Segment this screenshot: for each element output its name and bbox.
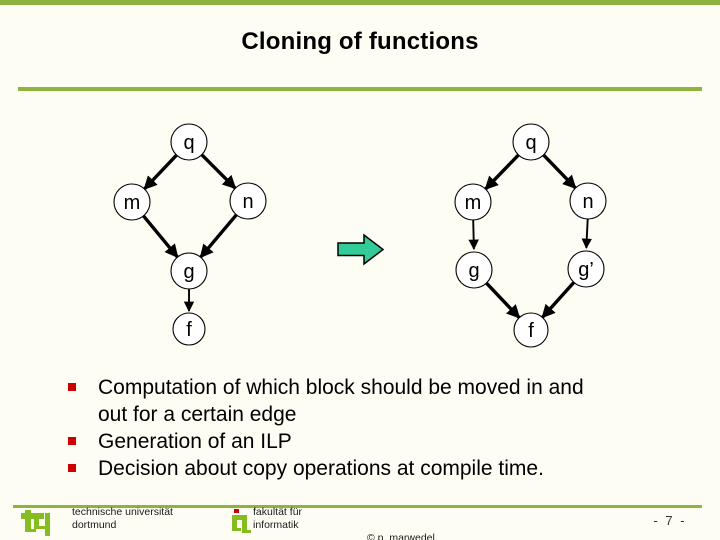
- bullet-text: out for a certain edge: [98, 403, 297, 426]
- bullet-square-icon: [68, 464, 76, 472]
- svg-text:g: g: [183, 261, 194, 283]
- svg-text:g’: g’: [578, 259, 594, 281]
- node-n: n: [569, 182, 607, 220]
- footer-divider: [13, 505, 702, 508]
- fakultaet-informatik-logo-icon: [232, 509, 251, 533]
- right-graph: q m n g g’ f: [454, 123, 607, 348]
- node-g-prime: g’: [567, 250, 605, 288]
- node-q: q: [170, 123, 208, 161]
- node-n: n: [229, 182, 267, 220]
- svg-text:n: n: [242, 191, 253, 213]
- node-q: q: [512, 123, 550, 161]
- bullet-square-icon: [68, 383, 76, 391]
- bullet-text: Generation of an ILP: [98, 430, 292, 453]
- bullet-list: Computation of which block should be mov…: [60, 374, 680, 482]
- node-f: f: [172, 312, 206, 346]
- bullet-item: Computation of which block should be mov…: [60, 374, 680, 428]
- tu-dortmund-logo-icon: [21, 510, 50, 536]
- svg-text:q: q: [525, 132, 536, 154]
- node-f: f: [513, 312, 549, 348]
- node-g: g: [455, 251, 493, 289]
- node-g: g: [170, 252, 208, 290]
- page-number: - 7 -: [653, 513, 687, 528]
- svg-text:f: f: [528, 320, 534, 342]
- node-m: m: [454, 183, 492, 221]
- university-name: technische universität dortmund: [72, 506, 173, 531]
- right-graph-edges: [468, 153, 592, 319]
- svg-text:g: g: [468, 260, 479, 282]
- top-accent-bar: [0, 0, 720, 5]
- svg-text:f: f: [186, 319, 192, 341]
- page-title: Cloning of functions: [241, 28, 479, 55]
- copyright-credit: © p. marwedel, informatik 12, 2011: [367, 532, 438, 540]
- svg-text:m: m: [465, 192, 482, 214]
- svg-text:q: q: [183, 132, 194, 154]
- svg-text:m: m: [124, 192, 141, 214]
- node-m: m: [113, 183, 151, 221]
- svg-text:n: n: [582, 191, 593, 213]
- left-graph: q m n g f: [113, 123, 267, 346]
- bullet-item: Generation of an ILP: [60, 428, 680, 455]
- left-graph-edges: [142, 153, 238, 313]
- bullet-item: Decision about copy operations at compil…: [60, 455, 680, 482]
- title-underline: [18, 87, 702, 91]
- bullet-text: Computation of which block should be mov…: [98, 376, 584, 399]
- faculty-name: fakultät für informatik: [253, 506, 303, 531]
- transform-arrow-icon: [337, 233, 385, 266]
- bullet-text: Decision about copy operations at compil…: [98, 457, 544, 480]
- bullet-square-icon: [68, 437, 76, 445]
